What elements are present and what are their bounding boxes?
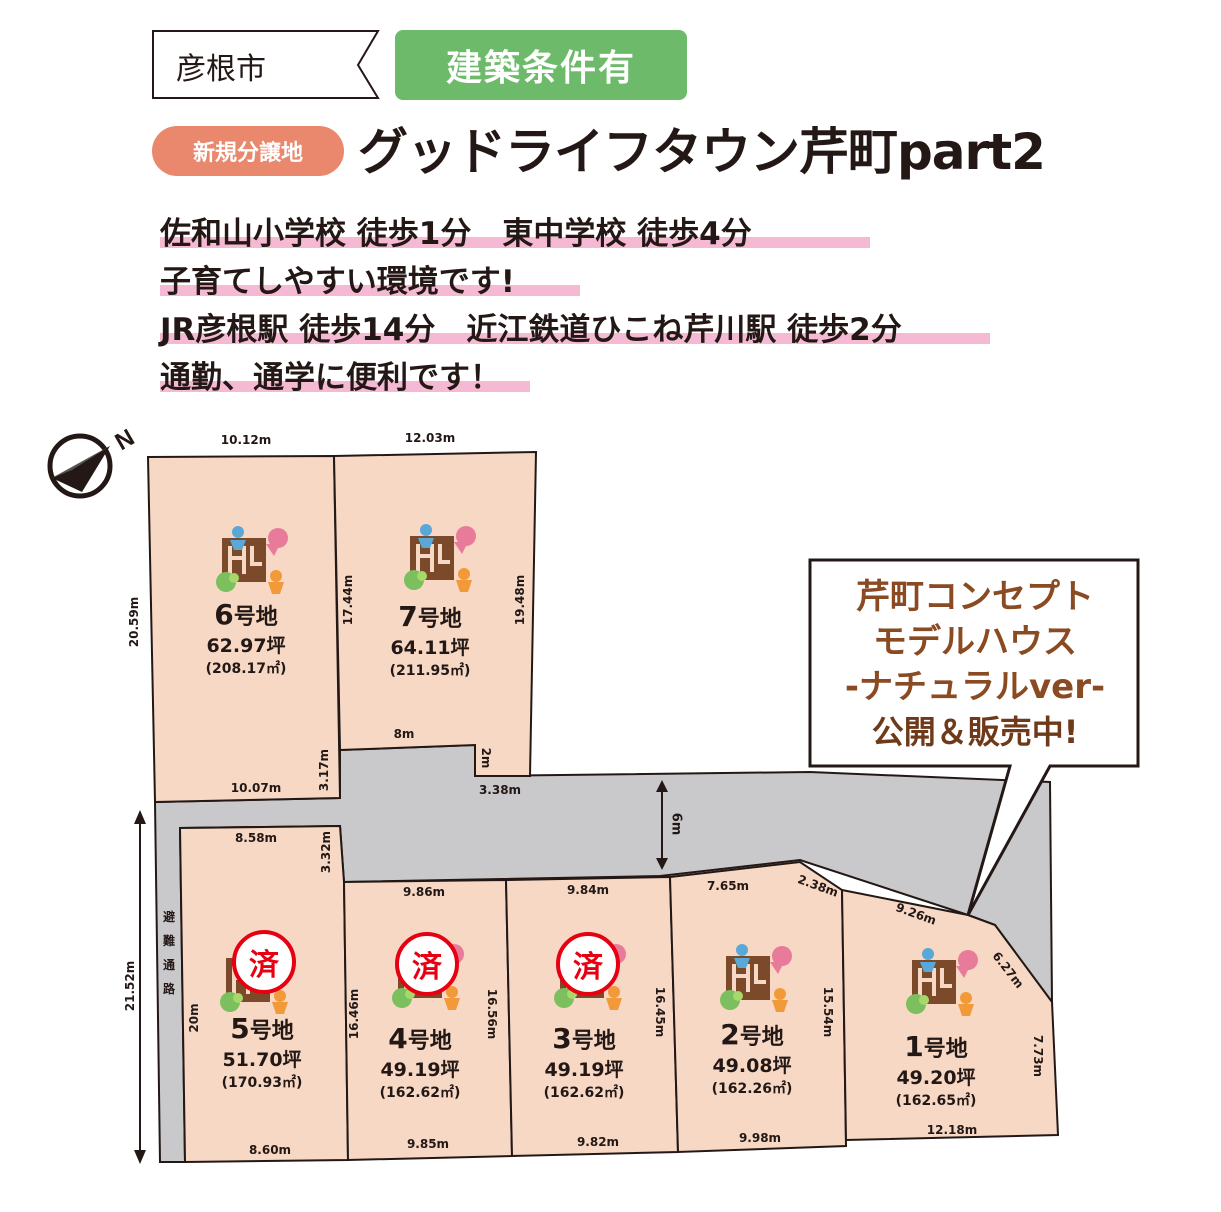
model-house-callout: 芹町コンセプト モデルハウス -ナチュラルver- 公開＆販売中! — [812, 575, 1138, 755]
callout-line: 公開＆販売中! — [871, 713, 1079, 751]
city-tag-frame — [152, 30, 380, 99]
dimension-label: 8.58m — [234, 831, 278, 845]
dimension-label: 9.84m — [566, 883, 610, 897]
dimension-label: 16.46m — [347, 988, 361, 1040]
dimension-label: 8m — [393, 727, 415, 741]
dimension-label: 3.38m — [478, 783, 522, 797]
callout-line: -ナチュラルver- — [844, 667, 1106, 707]
description: 佐和山小学校 徒歩1分 東中学校 徒歩4分 子育てしやすい環境です! JR彦根駅… — [160, 208, 990, 400]
description-line: JR彦根駅 徒歩14分 近江鉄道ひこね芹川駅 徒歩2分 — [160, 304, 990, 352]
new-development-badge: 新規分譲地 — [152, 126, 344, 176]
dimension-label: 7.65m — [706, 879, 750, 893]
dimension-label: 3.32m — [319, 830, 333, 874]
dimension-label: 16.45m — [653, 986, 667, 1038]
dimension-label: 20.59m — [127, 596, 141, 648]
sold-mark: 済 — [395, 932, 459, 996]
lot-7-label[interactable]: 7号地 64.11坪 (211.95㎡) — [389, 600, 471, 679]
callout-line: モデルハウス — [873, 622, 1077, 662]
lot-6-label[interactable]: 6号地 62.97坪 (208.17㎡) — [205, 598, 287, 677]
lot-4-label[interactable]: 4号地 49.19坪 (162.62㎡) — [379, 1022, 461, 1101]
road-width-label: 6m — [668, 812, 684, 836]
description-line: 子育てしやすい環境です! — [160, 256, 902, 304]
condition-badge: 建築条件有 — [395, 30, 687, 100]
dimension-label: 10.12m — [220, 433, 272, 447]
evacuation-path-char: 路 — [162, 982, 175, 996]
description-line: 佐和山小学校 徒歩1分 東中学校 徒歩4分 — [160, 208, 902, 256]
compass-icon — [47, 433, 113, 499]
dimension-label: 9.86m — [402, 885, 446, 899]
lot-7 — [332, 450, 538, 777]
dimension-label: 3.17m — [317, 748, 331, 792]
compass-north-label: N — [111, 424, 140, 456]
dimension-label: 19.48m — [513, 574, 527, 626]
dimension-label: 9.98m — [738, 1131, 782, 1145]
dimension-label: 12.03m — [404, 431, 456, 445]
lot-1-label[interactable]: 1号地 49.20坪 (162.65㎡) — [895, 1030, 977, 1109]
sold-mark: 済 — [556, 932, 620, 996]
dimension-label: 8.60m — [248, 1143, 292, 1157]
page-title: グッドライフタウン芹町part2 — [358, 123, 1046, 181]
dimension-label: 10.07m — [230, 781, 282, 795]
dimension-label: 17.44m — [341, 574, 355, 626]
dimension-label: 15.54m — [821, 986, 835, 1038]
lot-3-label[interactable]: 3号地 49.19坪 (162.62㎡) — [543, 1022, 625, 1101]
dimension-label: 2m — [479, 747, 493, 769]
lot-6 — [146, 454, 342, 804]
dimension-label: 20m — [187, 1003, 201, 1033]
lot-2-label[interactable]: 2号地 49.08坪 (162.26㎡) — [711, 1018, 793, 1097]
callout-box — [808, 558, 1140, 916]
callout-line: 芹町コンセプト — [856, 577, 1094, 617]
dimension-label: 9.82m — [576, 1135, 620, 1149]
lot-5-label[interactable]: 5号地 51.70坪 (170.93㎡) — [221, 1012, 303, 1091]
dimension-label: 12.18m — [926, 1123, 978, 1137]
dimension-label: 21.52m — [123, 960, 137, 1012]
dimension-label: 16.56m — [485, 988, 499, 1040]
city-tag: 彦根市 — [152, 30, 382, 99]
dimension-label: 9.85m — [406, 1137, 450, 1151]
city-name: 彦根市 — [176, 52, 266, 87]
dimension-label: 7.73m — [1031, 1034, 1045, 1078]
description-line: 通勤、通学に便利です！ — [160, 352, 902, 400]
lot-2 — [668, 860, 848, 1154]
evacuation-path-label: 避 難 通 路 — [160, 905, 178, 1001]
evacuation-path-char: 避 — [162, 910, 175, 924]
sold-mark: 済 — [232, 930, 296, 994]
evacuation-path-char: 難 — [162, 934, 175, 948]
evacuation-path-char: 通 — [162, 958, 175, 972]
